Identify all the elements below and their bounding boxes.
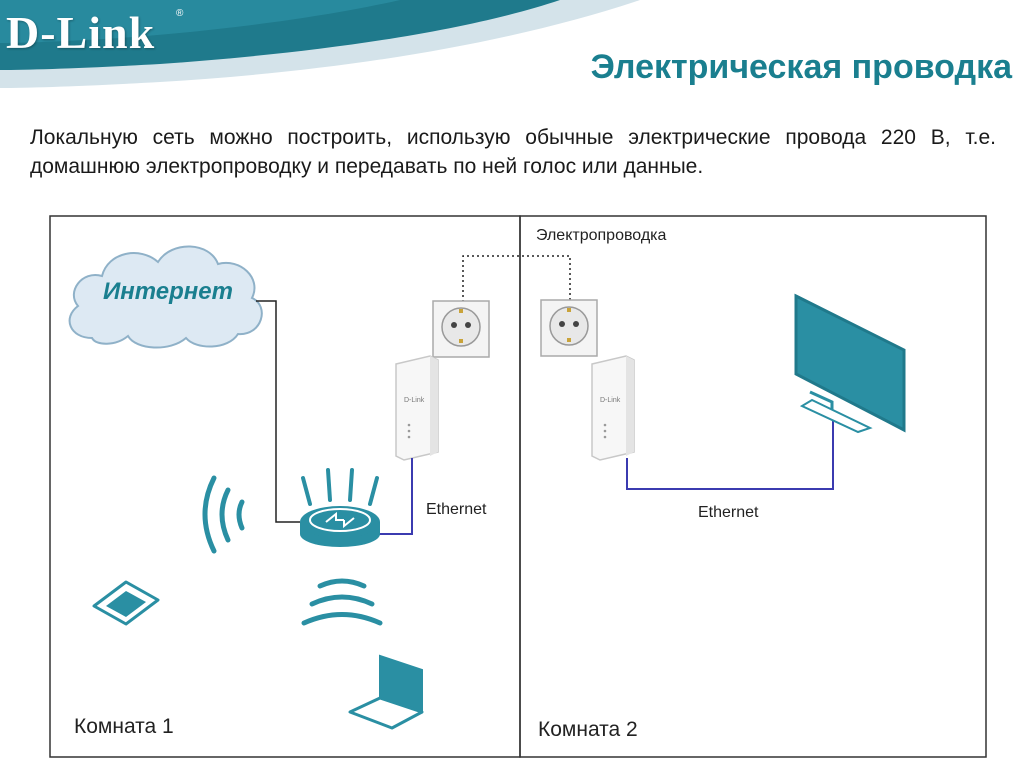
laptop-icon [348,654,424,730]
wifi-signal-icon [301,578,383,626]
slide-title: Электрическая проводка [590,48,1012,86]
power-outlet-icon [540,299,598,357]
power-outlet-icon [432,300,490,358]
registered-mark: ® [176,8,184,19]
cable-internet-router [256,300,300,523]
room-1-label: Комната 1 [74,715,174,738]
header-band [0,0,640,88]
cloud-icon [68,245,263,349]
intro-text: Локальную сеть можно построить, использу… [30,126,996,178]
monitor-icon [794,293,906,434]
ethernet-label-room-2: Ethernet [698,504,759,521]
room-2-box [519,215,987,758]
wifi-signal-icon [202,475,245,554]
ethernet-cable-room-1 [378,458,413,535]
powerline-adapter-icon: D-Link [591,355,635,461]
powerline-adapter-icon: D-Link [395,355,439,461]
electrical-wiring-line [462,255,571,302]
internet-label: Интернет [103,278,233,305]
tablet-icon [92,580,160,626]
ethernet-label-room-1: Ethernet [426,501,487,518]
wifi-router-icon [300,468,380,547]
wiring-label: Электропроводка [536,227,667,244]
room-2-label: Комната 2 [538,718,638,741]
svg-text:D-Link: D-Link [404,397,425,404]
ethernet-cable-room-2 [626,414,834,490]
svg-text:D-Link: D-Link [600,397,621,404]
brand-logo: D-Link [6,7,156,58]
